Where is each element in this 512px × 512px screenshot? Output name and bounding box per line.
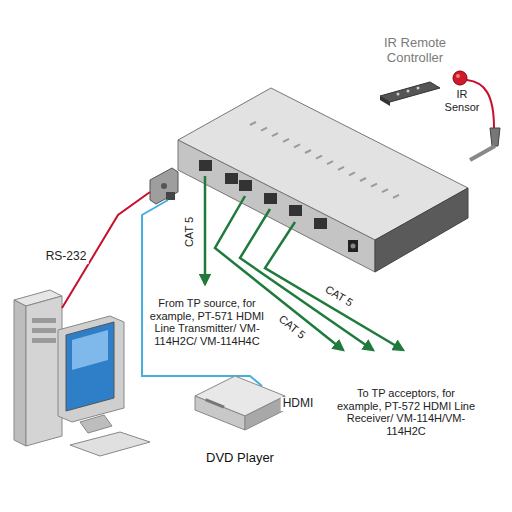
signal-label: RS-232 [44, 250, 89, 264]
vent-slot [382, 189, 388, 192]
vent-slot [305, 150, 311, 153]
cable-label: CAT 5 [275, 311, 310, 342]
dvd-player [195, 376, 285, 430]
cat5-cable [240, 209, 373, 350]
ir-remote [380, 82, 440, 106]
node-label: IR Remote Controller [372, 36, 458, 66]
sensor: IR Sensor [438, 88, 486, 122]
signal-label: HDMI [281, 397, 316, 411]
vent-slot [327, 161, 333, 164]
computer [14, 290, 150, 456]
cable-label: CAT 5 [183, 215, 196, 249]
node-label: DVD Player [206, 451, 274, 466]
note-text: From TP source, for example, PT-571 HDMI… [148, 297, 266, 348]
vent-slot [316, 156, 322, 159]
vent-slot [250, 122, 256, 125]
ir-sensor [453, 71, 500, 160]
vent-slot [371, 184, 377, 187]
vent-slot [261, 128, 267, 131]
cat5-cable [204, 176, 207, 284]
vent-slot [393, 195, 399, 198]
vent-slot [272, 133, 278, 136]
note-text: To TP acceptors, for example, PT-572 HDM… [336, 387, 476, 438]
vent-slot [283, 139, 289, 142]
vent-slot [338, 167, 344, 170]
node-label: IR Sensor [438, 88, 486, 113]
vent-slot [360, 178, 366, 181]
vent-slot [349, 172, 355, 175]
vent-slot [294, 144, 300, 147]
cat5-cable [265, 222, 403, 350]
hdmi-cable [142, 200, 262, 386]
switcher-device [150, 88, 468, 272]
dvd-player-box: DVD Player [186, 372, 294, 466]
